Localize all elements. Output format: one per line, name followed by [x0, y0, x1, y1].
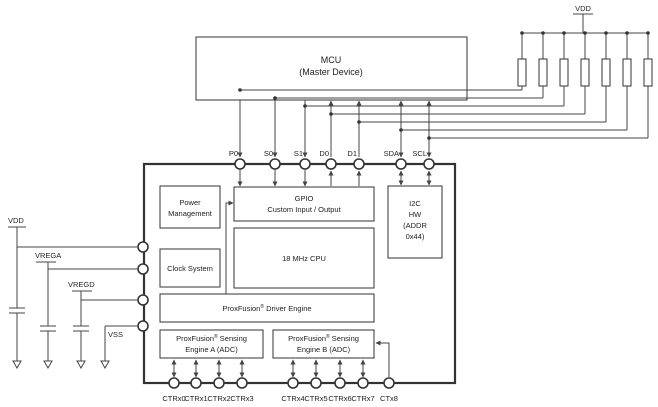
- i2c-line1: I2C: [409, 199, 421, 208]
- pin-label-ctrx1: CTRx1: [184, 394, 207, 403]
- pin-label-ctx8: CTx8: [380, 394, 398, 403]
- pin-ctx8: [383, 377, 395, 389]
- pullup-resistor: [538, 58, 548, 87]
- pin-ctrx6: [334, 377, 346, 389]
- i2c-line3: (ADDR: [403, 221, 427, 230]
- gpio-title: GPIO: [295, 194, 314, 203]
- vss-label: VSS: [108, 330, 123, 339]
- clock-system-block: [159, 248, 221, 288]
- i2c-block: [387, 185, 443, 259]
- pin-label-ctrx2: CTRx2: [207, 394, 230, 403]
- sensing-engine-b-line1: ProxFusion® Sensing: [288, 333, 359, 343]
- pullup-resistor: [622, 58, 632, 87]
- ctx8-feedback-wire: [375, 340, 390, 377]
- pullup-resistor: [601, 58, 611, 87]
- pin-scl: [423, 158, 435, 170]
- pin-s1: [299, 158, 311, 170]
- gpio-subtitle: Custom Input / Output: [267, 205, 341, 214]
- pin-ctrx2: [213, 377, 225, 389]
- pin-label-ctrx4: CTRx4: [281, 394, 304, 403]
- pullup-resistor: [580, 58, 590, 87]
- clock-system-label: Clock System: [167, 264, 213, 273]
- i2c-line2: HW: [409, 210, 422, 219]
- sensing-engine-a-line1: ProxFusion® Sensing: [176, 333, 247, 343]
- pin-label-d0: D0: [319, 149, 329, 158]
- pin-label-d1: D1: [347, 149, 357, 158]
- driver-to-gpio-arrow: [225, 200, 234, 294]
- cpu-block: [233, 227, 375, 289]
- pullup-resistor: [643, 58, 653, 87]
- pin-d1: [353, 158, 365, 170]
- pin-label-s1: S1: [294, 149, 303, 158]
- pin-label-ctrx3: CTRx3: [230, 394, 253, 403]
- driver-engine-label: ProxFusion® Driver Engine: [222, 303, 311, 313]
- gpio-block: [233, 186, 375, 222]
- vdd-top-label: VDD: [575, 4, 591, 13]
- sensing-engine-a-line2: Engine A (ADC): [185, 345, 238, 354]
- driver-engine-block: [159, 293, 375, 323]
- pin-ctrx5: [310, 377, 322, 389]
- pin-label-ctrx5: CTRx5: [304, 394, 327, 403]
- top-signal-wires: [237, 86, 649, 187]
- pin-label-ctrx6: CTRx6: [328, 394, 351, 403]
- pin-label-ctrx7: CTRx7: [351, 394, 374, 403]
- supply-network: [8, 226, 149, 370]
- pin-ctrx4: [287, 377, 299, 389]
- mcu-title: MCU: [321, 55, 342, 65]
- pin-s0: [269, 158, 281, 170]
- vrega-label: VREGA: [35, 251, 61, 260]
- pin-label-p0: P0: [229, 149, 238, 158]
- pin-ctrx7: [357, 377, 369, 389]
- pin-ctrx1: [190, 377, 202, 389]
- pin-sda: [395, 158, 407, 170]
- sensing-engine-b-block: [272, 329, 375, 359]
- sensing-engine-a-block: [159, 329, 264, 359]
- power-management-line2: Management: [168, 209, 213, 218]
- power-management-line1: Power: [179, 198, 201, 207]
- pin-label-sda: SDA: [384, 149, 399, 158]
- pin-label-s0: S0: [264, 149, 273, 158]
- power-management-block: [159, 185, 221, 229]
- pin-ctrx3: [236, 377, 248, 389]
- vregd-label: VREGD: [68, 280, 95, 289]
- pin-p0: [234, 158, 246, 170]
- pin-label-scl: SCL: [412, 149, 427, 158]
- pullup-resistor: [517, 58, 527, 87]
- pullup-network: [517, 13, 653, 87]
- pin-ctrx0: [168, 377, 180, 389]
- pin-d0: [325, 158, 337, 170]
- mcu-subtitle: (Master Device): [299, 67, 363, 77]
- pullup-resistor: [559, 58, 569, 87]
- cpu-label: 18 MHz CPU: [282, 254, 326, 263]
- pin-label-ctrx0: CTRx0: [162, 394, 185, 403]
- i2c-line4: 0x44): [406, 232, 425, 241]
- sensing-engine-b-line2: Engine B (ADC): [297, 345, 351, 354]
- vdd-left-label: VDD: [8, 216, 24, 225]
